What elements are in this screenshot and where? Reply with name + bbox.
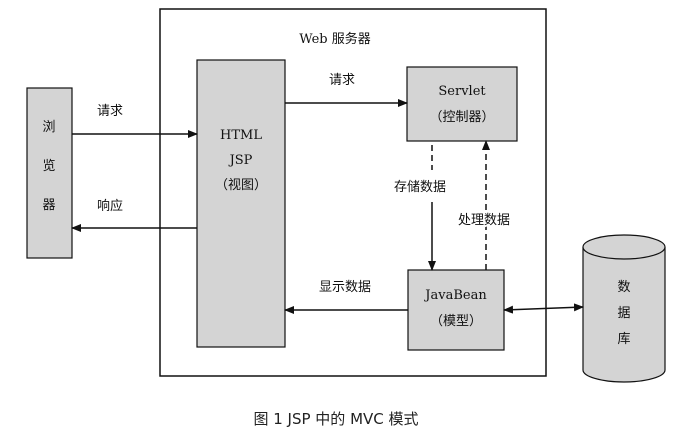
view-box	[196, 59, 286, 348]
browser-char-3: 器	[42, 198, 55, 213]
database-char-2: 据	[617, 306, 630, 321]
view-line-html: HTML	[220, 128, 262, 143]
database-char-1: 数	[617, 280, 630, 295]
model-line-javabean: JavaBean	[423, 288, 487, 303]
figure-caption: 图 1 JSP 中的 MVC 模式	[253, 410, 418, 428]
browser-box	[26, 87, 73, 259]
browser-char-2: 览	[42, 158, 55, 174]
database-char-3: 库	[617, 331, 630, 347]
arrow-model-database	[503, 303, 584, 314]
controller-box	[406, 66, 518, 142]
controller-line-role: （控制器）	[429, 110, 494, 125]
label-browser-request: 请求	[97, 104, 123, 119]
label-store-data: 存储数据	[394, 180, 446, 195]
label-display-data: 显示数据	[319, 280, 371, 295]
browser-char-1: 浏	[42, 119, 55, 135]
model-line-role: （模型）	[430, 314, 482, 329]
model-box	[407, 269, 505, 351]
controller-line-servlet: Servlet	[438, 84, 486, 99]
web-server-title: Web 服务器	[299, 31, 370, 47]
database-cylinder	[582, 234, 666, 383]
label-browser-response: 响应	[97, 198, 123, 214]
label-process-data: 处理数据	[458, 213, 510, 228]
view-line-jsp: JSP	[228, 153, 253, 168]
view-line-role: （视图）	[215, 178, 267, 193]
label-view-request: 请求	[329, 73, 355, 88]
